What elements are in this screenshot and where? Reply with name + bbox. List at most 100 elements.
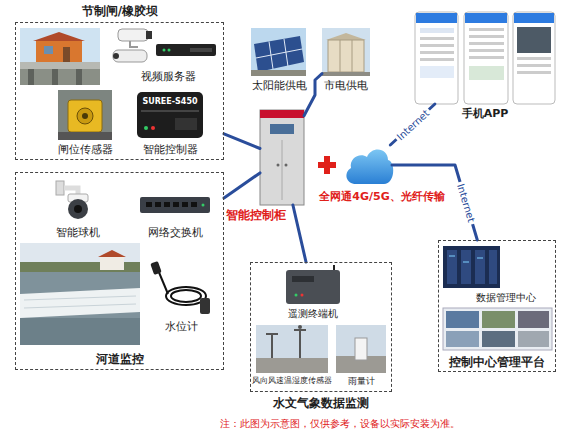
river-photo-part bbox=[20, 272, 140, 345]
edge-label: Internet bbox=[455, 180, 478, 225]
app-screens: 手机APP bbox=[415, 12, 555, 104]
plus-sign bbox=[318, 156, 336, 174]
device-item: 网络交换机 bbox=[138, 192, 212, 220]
server-room-photo-part bbox=[489, 250, 497, 284]
weather-sensor-photo-part bbox=[256, 358, 328, 373]
node-caption: 雨量计 bbox=[348, 376, 375, 387]
gate-sensor-photo-part bbox=[82, 113, 88, 119]
node-caption: 遥测终端机 bbox=[288, 308, 338, 320]
gate-building-photo-part bbox=[76, 69, 82, 85]
node-caption: 太阳能供电 bbox=[252, 79, 307, 92]
phone-screens-part bbox=[420, 44, 454, 47]
phone-screens bbox=[415, 12, 555, 104]
node-caption: 智能控制器 bbox=[143, 143, 198, 156]
dome-camera-picture-part bbox=[64, 188, 78, 194]
water-level-sensor-picture-part bbox=[200, 298, 210, 314]
edge-label: Internet bbox=[393, 106, 433, 144]
controller-device-part bbox=[137, 92, 203, 138]
grid-power-photo-part bbox=[328, 40, 364, 72]
camera-server-picture-part bbox=[168, 49, 171, 52]
platform-screens-photo-part bbox=[482, 311, 515, 328]
device-item: 风向风速温湿度传感器 bbox=[256, 325, 328, 373]
dome-camera-picture-part bbox=[56, 181, 64, 195]
phone-screens-part bbox=[415, 12, 458, 104]
phone-screens-part bbox=[469, 66, 504, 80]
server-room-photo-part bbox=[447, 250, 457, 284]
network-switch-picture-part bbox=[173, 202, 179, 207]
phone-screens-part bbox=[517, 64, 551, 67]
network-switch-picture-part bbox=[182, 202, 188, 207]
phone-screens-part bbox=[513, 12, 555, 104]
node-caption: 数据管理中心 bbox=[476, 292, 536, 304]
river-photo-part bbox=[20, 288, 140, 318]
camera-server-picture-part bbox=[163, 49, 166, 52]
camera-server-picture-part bbox=[146, 31, 152, 39]
device-item: 水位计 bbox=[150, 262, 212, 316]
node-caption: 水文气象数据监测 bbox=[273, 396, 369, 410]
weather-sensor-photo bbox=[256, 325, 328, 373]
node-caption: 视频服务器 bbox=[141, 70, 196, 83]
telemetry-terminal-picture-part bbox=[301, 294, 304, 297]
river-photo-part bbox=[20, 318, 140, 345]
power-item: 市电供电 bbox=[322, 28, 370, 76]
water-level-sensor-picture-part bbox=[150, 261, 162, 275]
platform-screens-photo bbox=[443, 308, 552, 350]
phone-screens-part bbox=[416, 13, 457, 23]
phone-screens-part bbox=[469, 42, 504, 45]
region-panel: 水文气象数据监测遥测终端机风向风速温湿度传感器雨量计 bbox=[250, 262, 392, 392]
phone-screens-part bbox=[469, 56, 504, 59]
server-room-photo bbox=[443, 246, 500, 288]
gate-building-photo-part bbox=[63, 47, 70, 63]
camera-server-picture-part bbox=[118, 29, 148, 41]
camera-server-picture-part bbox=[130, 41, 138, 47]
water-level-sensor-picture-part bbox=[158, 270, 168, 294]
connector-line bbox=[390, 104, 435, 145]
device-item: 闸位传感器 bbox=[58, 90, 112, 140]
device-item: 数据管理中心 bbox=[443, 246, 551, 290]
node-caption: 节制闸/橡胶坝 bbox=[82, 4, 158, 18]
solar-panel-photo bbox=[251, 28, 306, 76]
platform-screens-photo-part bbox=[446, 331, 479, 347]
footnote: 注：此图为示意图，仅供参考，设备以实际安装为准。 bbox=[220, 418, 460, 430]
node-caption: 河道监控 bbox=[96, 352, 144, 366]
rain-gauge-photo-part bbox=[336, 325, 386, 373]
camera-server-picture-part bbox=[113, 50, 147, 62]
platform-screens-photo-part bbox=[518, 311, 549, 328]
server-room-photo-part bbox=[461, 250, 471, 284]
node-caption: 水位计 bbox=[165, 320, 198, 333]
gate-building-photo-part bbox=[28, 69, 34, 85]
grid-power-photo-part bbox=[322, 28, 370, 76]
node-caption: 全网通4G/5G、光纤传输 bbox=[319, 190, 444, 203]
control-cabinet-picture-part bbox=[277, 164, 280, 167]
telemetry-terminal-picture-part bbox=[295, 294, 298, 297]
network-switch-picture-part bbox=[191, 202, 197, 207]
grid-power-photo-part bbox=[326, 33, 366, 40]
telemetry-terminal-picture bbox=[286, 265, 340, 304]
phone-screens-part bbox=[469, 49, 504, 52]
phone-screens-part bbox=[420, 58, 454, 61]
phone-screens-part bbox=[514, 13, 554, 23]
network-switch-picture-part bbox=[164, 202, 170, 207]
rain-gauge-photo-part bbox=[355, 338, 367, 360]
rain-gauge-photo bbox=[336, 325, 386, 373]
gate-sensor-photo-part bbox=[68, 100, 102, 132]
platform-screens-photo-part bbox=[518, 331, 549, 347]
phone-screens-part bbox=[517, 57, 551, 60]
device-model: SUREE-S450 bbox=[142, 97, 197, 107]
platform-screens-photo-part bbox=[446, 311, 479, 328]
gate-sensor-photo-part bbox=[77, 108, 93, 124]
network-switch-picture-part bbox=[202, 204, 205, 207]
control-cabinet-picture-part bbox=[260, 110, 304, 118]
node-caption: 风向风速温湿度传感器 bbox=[252, 376, 332, 386]
weather-sensor-photo-part bbox=[256, 325, 328, 373]
region-panel: 节制闸/橡胶坝视频服务器闸位传感器智能控制器 bbox=[15, 22, 224, 160]
phone-screens-part bbox=[469, 28, 504, 31]
node-caption: 网络交换机 bbox=[148, 226, 203, 239]
camera-server-picture-part bbox=[190, 48, 212, 52]
phone-screens-part bbox=[469, 35, 504, 38]
device-item: 雨量计 bbox=[336, 325, 386, 373]
phone-screens-part bbox=[420, 37, 454, 40]
device-item: 视频服务器 bbox=[110, 26, 220, 70]
gate-building-photo-part bbox=[44, 46, 53, 54]
